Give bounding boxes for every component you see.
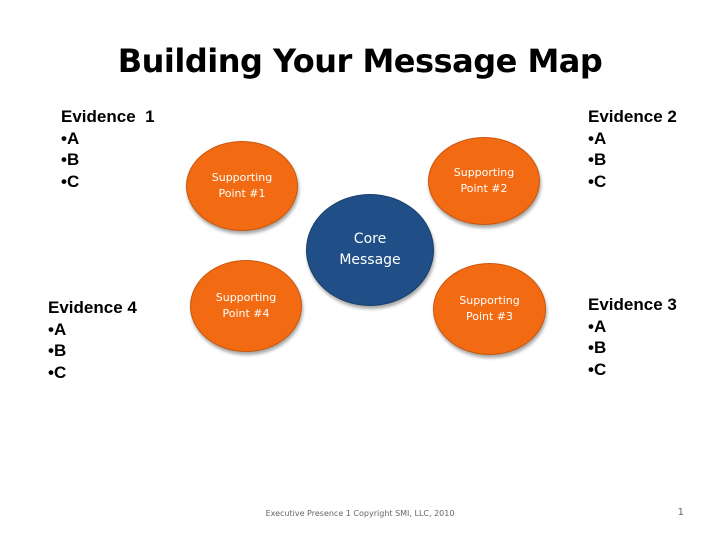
supporting-point-3: Supporting Point #3	[433, 263, 546, 355]
supporting-point-label-line1: Supporting	[453, 166, 515, 179]
evidence-heading: Evidence 2	[588, 107, 677, 126]
evidence-heading: Evidence 1	[61, 107, 155, 126]
core-message-label-line2: Message	[339, 252, 401, 268]
evidence-heading: Evidence 3	[588, 295, 677, 314]
slide-footer: Executive Presence 1 Copyright SMI, LLC,…	[265, 509, 455, 518]
evidence-item: B	[588, 337, 677, 359]
supporting-point-1: Supporting Point #1	[186, 141, 298, 231]
evidence-item: A	[48, 319, 137, 341]
evidence-block-1: Evidence 1 A B C	[61, 106, 155, 192]
evidence-heading: Evidence 4	[48, 298, 137, 317]
supporting-point-label-line1: Supporting	[215, 291, 277, 304]
evidence-item: C	[588, 359, 677, 381]
supporting-point-label-line2: Point #3	[465, 310, 514, 323]
evidence-list: A B C	[588, 128, 677, 193]
evidence-item: A	[588, 128, 677, 150]
supporting-point-label-line1: Supporting	[459, 294, 520, 307]
supporting-point-label-line1: Supporting	[211, 171, 273, 184]
supporting-point-2: Supporting Point #2	[428, 137, 540, 225]
supporting-point-label-line2: Point #2	[460, 182, 508, 195]
evidence-item: C	[61, 171, 155, 193]
evidence-list: A B C	[48, 319, 137, 384]
evidence-item: B	[61, 149, 155, 171]
supporting-point-4: Supporting Point #4	[190, 260, 302, 352]
evidence-block-4: Evidence 4 A B C	[48, 297, 137, 383]
evidence-item: C	[48, 362, 137, 384]
evidence-item: B	[48, 340, 137, 362]
supporting-point-label-line2: Point #4	[222, 307, 270, 320]
evidence-block-3: Evidence 3 A B C	[588, 294, 677, 380]
slide-title: Building Your Message Map	[117, 42, 603, 80]
evidence-item: A	[61, 128, 155, 150]
evidence-item: B	[588, 149, 677, 171]
evidence-block-2: Evidence 2 A B C	[588, 106, 677, 192]
evidence-item: A	[588, 316, 677, 338]
core-message: Core Message	[306, 194, 434, 306]
slide-number: 1	[677, 507, 684, 518]
evidence-list: A B C	[61, 128, 155, 193]
supporting-point-label-line2: Point #1	[218, 187, 266, 200]
evidence-item: C	[588, 171, 677, 193]
evidence-list: A B C	[588, 316, 677, 381]
core-message-label-line1: Core	[353, 231, 387, 247]
